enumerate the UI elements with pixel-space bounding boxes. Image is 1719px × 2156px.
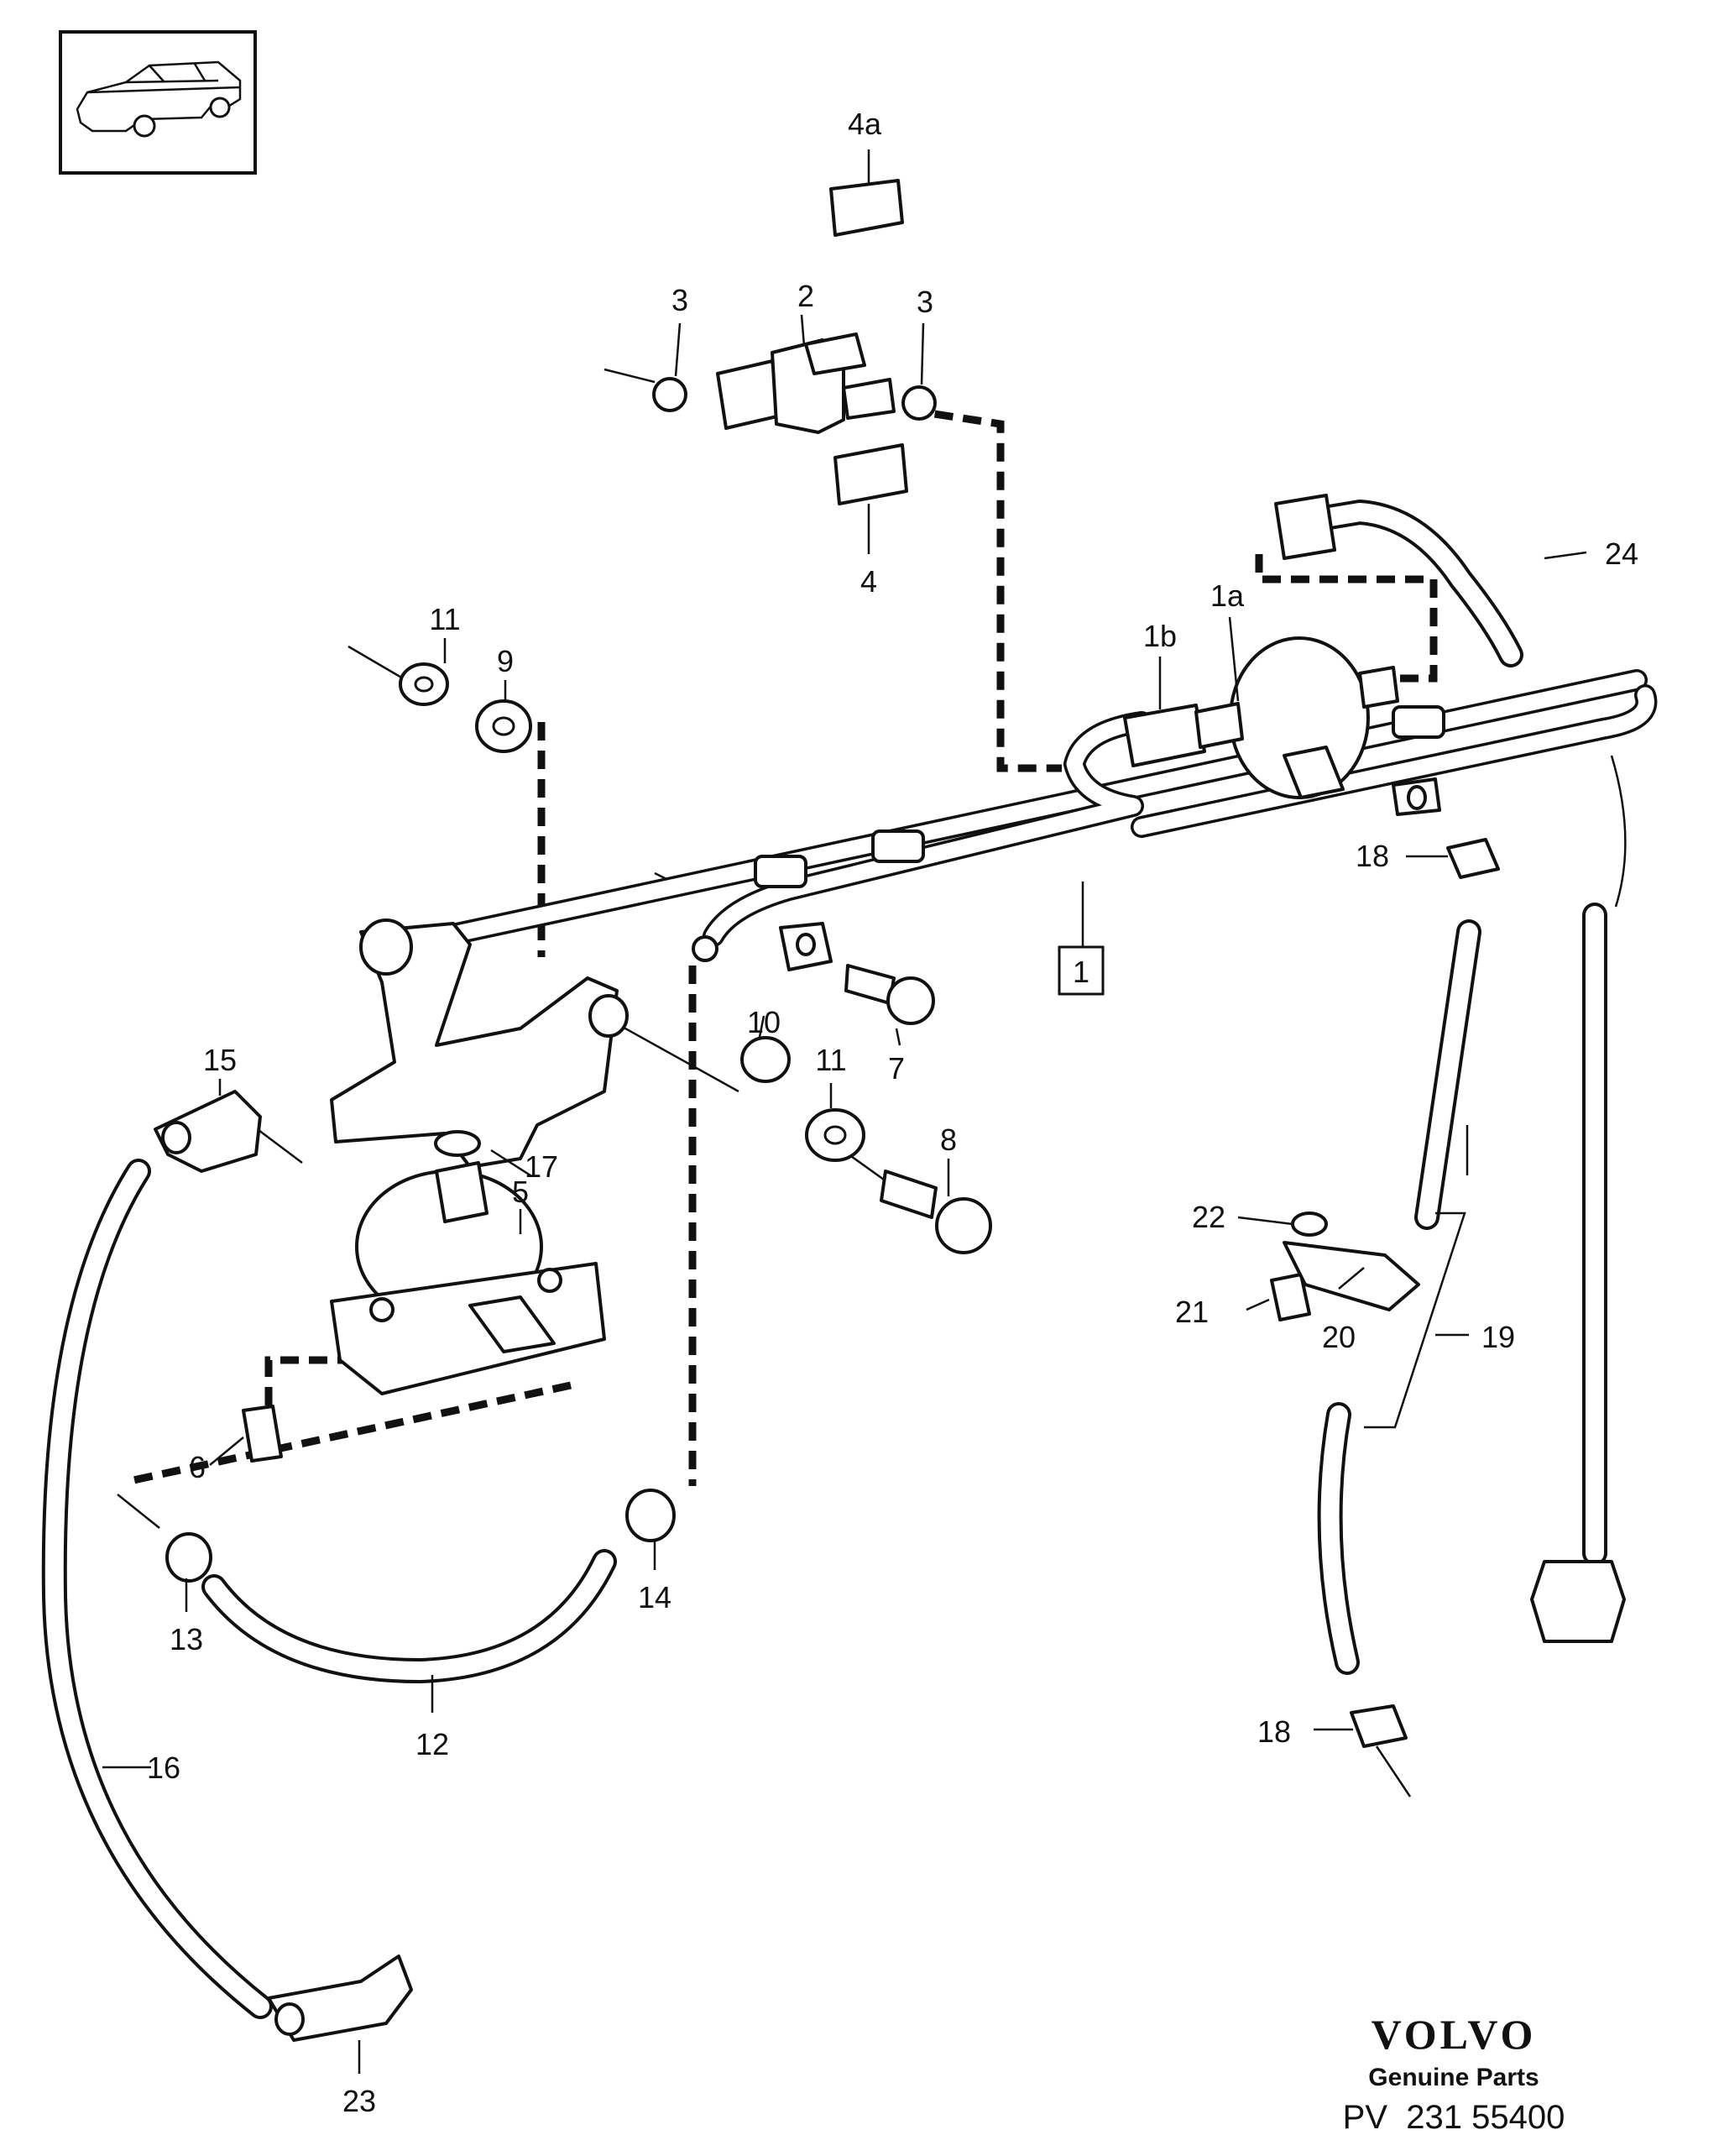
hose-19 bbox=[1317, 919, 1481, 1675]
callout-1: 1 bbox=[1073, 955, 1089, 989]
part-code: PV 231 55400 bbox=[1343, 2099, 1565, 2136]
callout-15: 15 bbox=[203, 1043, 237, 1077]
fuel-rail bbox=[330, 669, 1658, 1169]
washers bbox=[399, 662, 865, 1162]
bolts bbox=[844, 964, 992, 1254]
callout-18-top: 18 bbox=[1356, 839, 1389, 873]
callout-10: 10 bbox=[747, 1005, 781, 1039]
footer: VOLVO Genuine Parts PV 231 55400 bbox=[1343, 2011, 1565, 2136]
callout-4a: 4a bbox=[848, 107, 882, 141]
hose-16 bbox=[41, 1090, 413, 2042]
callout-box-1 bbox=[1058, 945, 1105, 996]
callout-7: 7 bbox=[888, 1051, 905, 1086]
hose-12 bbox=[165, 1489, 676, 1683]
small-fasteners bbox=[242, 1211, 1420, 1463]
callout-4: 4 bbox=[860, 564, 877, 599]
brand-subtitle: Genuine Parts bbox=[1368, 2064, 1539, 2091]
callout-12: 12 bbox=[415, 1727, 449, 1761]
callout-21: 21 bbox=[1175, 1295, 1209, 1329]
callout-11-bottom: 11 bbox=[815, 1043, 846, 1077]
callout-11-top: 11 bbox=[429, 602, 460, 636]
callout-22: 22 bbox=[1192, 1200, 1225, 1234]
clamp-18 bbox=[1350, 838, 1500, 1748]
callout-23: 23 bbox=[342, 2084, 376, 2118]
callout-19: 19 bbox=[1481, 1320, 1515, 1354]
callout-3-left: 3 bbox=[671, 283, 688, 317]
pressure-regulator bbox=[330, 1130, 606, 1395]
callout-14: 14 bbox=[638, 1580, 671, 1614]
leader-lines bbox=[102, 149, 1587, 2074]
callout-17: 17 bbox=[525, 1149, 558, 1184]
car-thumbnail bbox=[59, 30, 257, 175]
hose-24 bbox=[1274, 494, 1627, 1643]
pressure-damper bbox=[1123, 636, 1399, 799]
callout-8: 8 bbox=[940, 1122, 957, 1157]
callouts: 1 1a 1b 2 3 3 4 4a 5 6 7 8 9 10 11 11 12… bbox=[147, 107, 1638, 2118]
callout-3-right: 3 bbox=[917, 285, 933, 319]
callout-24: 24 bbox=[1605, 536, 1638, 571]
callout-1a: 1a bbox=[1210, 578, 1245, 613]
brand-name: VOLVO bbox=[1372, 2011, 1537, 2058]
callout-20: 20 bbox=[1322, 1320, 1356, 1354]
callout-18-bottom: 18 bbox=[1257, 1714, 1291, 1749]
callout-6: 6 bbox=[189, 1450, 206, 1484]
callout-5: 5 bbox=[512, 1175, 529, 1209]
injector-assembly bbox=[652, 179, 937, 505]
callout-2: 2 bbox=[797, 279, 814, 313]
callout-13: 13 bbox=[170, 1622, 203, 1656]
callout-1b: 1b bbox=[1143, 619, 1177, 653]
callout-9: 9 bbox=[497, 644, 514, 678]
assembly-lines bbox=[117, 368, 1469, 1798]
callout-16: 16 bbox=[147, 1750, 180, 1785]
